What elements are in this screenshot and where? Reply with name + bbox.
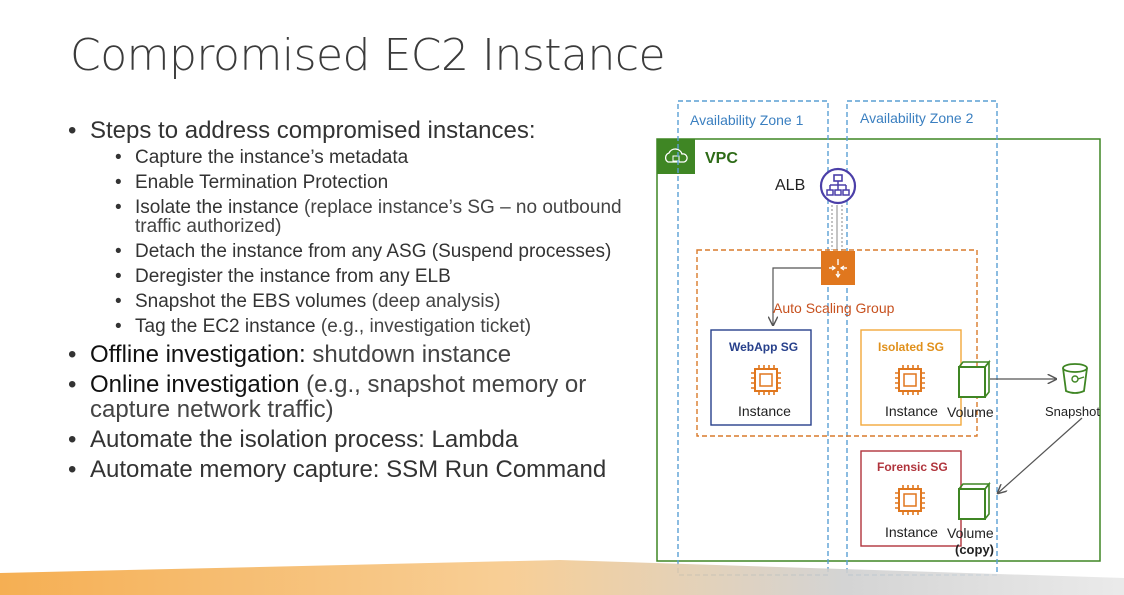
webapp-sg-label: WebApp SG xyxy=(729,340,799,354)
bullet-list: Steps to address compromised instances: … xyxy=(68,118,648,487)
step-text: Isolate the instance xyxy=(135,197,299,218)
step-item: Tag the EC2 instance (e.g., investigatio… xyxy=(115,317,648,336)
offline-note: shutdown instance xyxy=(305,341,512,368)
volume-label: Volume xyxy=(947,404,994,420)
offline-label: Offline investigation: xyxy=(90,341,306,368)
step-note: (e.g., investigation ticket) xyxy=(315,316,532,337)
ebs-volume-icon xyxy=(958,359,991,398)
volume-label: Volume xyxy=(947,525,994,541)
automate-isolation-item: Automate the isolation process: Lambda xyxy=(68,427,648,452)
step-text: Detach the instance from any ASG (Suspen… xyxy=(135,241,612,262)
vpc-label: VPC xyxy=(705,150,738,167)
step-text: Tag the EC2 instance xyxy=(135,316,316,337)
bottom-accent-bar xyxy=(0,560,1124,595)
steps-sublist: Capture the instance’s metadata Enable T… xyxy=(68,148,648,336)
az1-label: Availability Zone 1 xyxy=(690,112,804,128)
volume-copy-label: (copy) xyxy=(955,542,994,557)
ec2-instance-icon xyxy=(895,485,925,515)
step-text: Snapshot the EBS volumes xyxy=(135,291,367,312)
offline-investigation-item: Offline investigation: shutdown instance xyxy=(68,342,648,367)
automate-memory-item: Automate memory capture: SSM Run Command xyxy=(68,457,648,482)
step-item: Capture the instance’s metadata xyxy=(115,148,648,167)
step-text: Deregister the instance from any ELB xyxy=(135,266,451,287)
steps-heading: Steps to address compromised instances: xyxy=(68,118,648,143)
forensic-sg-label: Forensic SG xyxy=(877,460,948,474)
alb-icon xyxy=(819,167,857,205)
isolated-sg-label: Isolated SG xyxy=(878,340,945,354)
step-item: Deregister the instance from any ELB xyxy=(115,267,648,286)
auto-scaling-icon xyxy=(821,251,855,285)
step-text: Enable Termination Protection xyxy=(135,172,389,193)
online-investigation-item: Online investigation (e.g., snapshot mem… xyxy=(68,372,648,422)
ebs-volume-icon xyxy=(958,481,991,520)
instance-label: Instance xyxy=(738,403,791,419)
step-item: Isolate the instance (replace instance’s… xyxy=(115,198,648,236)
alb-label: ALB xyxy=(775,177,806,194)
step-note: (deep analysis) xyxy=(366,291,501,312)
online-note: (e.g., snapshot memory or capture networ… xyxy=(90,371,587,423)
ec2-instance-icon xyxy=(751,365,781,395)
az1-boundary xyxy=(677,100,829,576)
snapshot-label: Snapshot xyxy=(1045,404,1100,419)
online-label: Online investigation xyxy=(90,371,300,398)
ec2-instance-icon xyxy=(895,365,925,395)
snapshot-icon xyxy=(1062,363,1088,394)
step-text: Capture the instance’s metadata xyxy=(135,147,409,168)
instance-label: Instance xyxy=(885,524,938,540)
webapp-sg-box xyxy=(710,329,812,426)
instance-label: Instance xyxy=(885,403,938,419)
slide-title: Compromised EC2 Instance xyxy=(70,30,666,81)
cloud-lock-icon xyxy=(664,148,688,163)
step-item: Snapshot the EBS volumes (deep analysis) xyxy=(115,292,648,311)
step-item: Detach the instance from any ASG (Suspen… xyxy=(115,242,648,261)
step-item: Enable Termination Protection xyxy=(115,173,648,192)
asg-label: Auto Scaling Group xyxy=(773,300,895,316)
az2-label: Availability Zone 2 xyxy=(860,110,974,126)
vpc-boundary xyxy=(656,138,1101,562)
step-note: (replace instance’s SG – no outbound tra… xyxy=(135,197,622,237)
